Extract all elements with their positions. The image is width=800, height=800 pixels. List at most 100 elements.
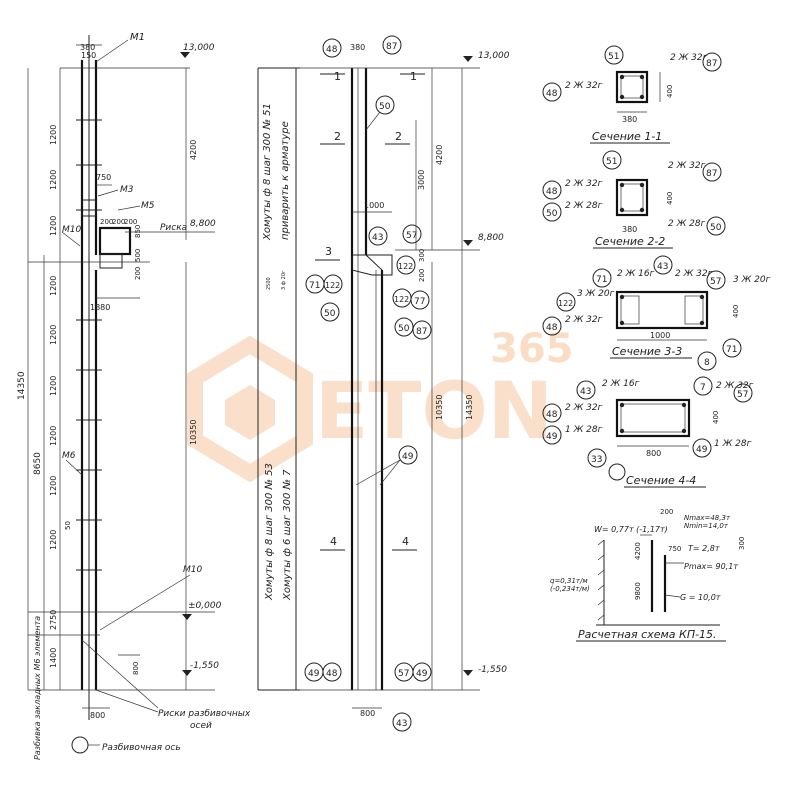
elev-0-left: ±0,000 (188, 601, 222, 611)
dim-50: 50 (64, 521, 72, 530)
s44-rebar-32-top: 2 Ж 32г (716, 381, 754, 391)
callout-50b: 50 (324, 309, 336, 319)
s11-rebar-top: 2 Ж 32г (670, 53, 708, 63)
dim-150-top: 150 (81, 51, 96, 60)
dim-800-mid: 800 (360, 709, 375, 718)
dim-14350-left: 14350 (17, 371, 27, 400)
section-mark-4: 4 (330, 535, 337, 548)
s33-title: Сечение 3-3 (612, 345, 682, 358)
scheme-dim-300: 300 (738, 537, 746, 550)
s22-callout-50: 50 (546, 209, 558, 219)
s33-rebar-32-top: 2 Ж 32г (675, 269, 713, 279)
s33-callout-43: 43 (657, 262, 668, 272)
dim-800-bottom: 800 (90, 711, 105, 720)
s33-dim-400: 400 (732, 305, 740, 318)
dim-200-a: 200 (100, 218, 113, 226)
callout-43b: 43 (396, 719, 407, 729)
label-m3: M3 (120, 185, 134, 195)
s44-rebar-28-left: 1 Ж 28г (565, 425, 603, 435)
label-m5: M5 (141, 201, 155, 211)
callout-122b: 122 (325, 281, 340, 290)
s44-callout-43: 43 (580, 387, 591, 397)
s11-title: Сечение 1-1 (592, 130, 662, 143)
dim-1200-f: 1200 (49, 376, 58, 396)
s33-callout-71b: 71 (726, 345, 737, 355)
label-razbivochnaya-os: Разбивочная ось (102, 743, 181, 753)
dim-1880: 1880 (90, 303, 110, 312)
elev-1550-mid: -1,550 (478, 665, 507, 675)
s11-dim-400: 400 (666, 85, 674, 98)
elev-8800-left: 8,800 (190, 219, 216, 229)
elev-1550-left: -1,550 (190, 661, 219, 671)
callout-122a: 122 (398, 262, 413, 271)
callout-87b: 87 (416, 327, 427, 337)
middle-elevation: Хомуты ф 8 шаг 300 № 51 приварить к арма… (257, 35, 510, 732)
vtext-stirrups-7: Хомуты ф 6 шаг 300 № 7 (282, 469, 293, 601)
s44-callout-33: 33 (591, 455, 602, 465)
dim-200-d: 200 (134, 267, 142, 280)
s44-rebar-16: 2 Ж 16г (602, 379, 640, 389)
s33-callout-57: 57 (710, 277, 721, 287)
s44-callout-48: 48 (546, 410, 558, 420)
s22-dim-380: 380 (622, 225, 637, 234)
vtext-stirrups-53: Хомуты ф 8 шаг 300 № 53 (264, 463, 275, 601)
label-osei: осей (190, 721, 212, 731)
s33-rebar-16: 2 Ж 16г (617, 269, 655, 279)
scheme-pmax: Pmax= 90,1т (684, 562, 738, 571)
section-3-3: 71 2 Ж 16г 43 2 Ж 32г 57 3 Ж 20г 122 3 Ж… (542, 255, 771, 371)
elev-13000-mid: 13,000 (478, 51, 510, 61)
label-riska: Риска (160, 223, 187, 233)
label-m10-b: M10 (183, 565, 202, 575)
dim-1200-i: 1200 (49, 530, 58, 550)
callout-49b: 49 (308, 669, 320, 679)
dim-500: 500 (134, 249, 142, 262)
elev-13000-left: 13,000 (183, 43, 215, 53)
scheme-nmax: Nmax=48,3т (684, 514, 731, 522)
dim-4200-left: 4200 (189, 140, 198, 160)
scheme-g: G = 10,0т (680, 593, 721, 602)
s33-callout-8: 8 (704, 358, 710, 368)
callout-57: 57 (406, 231, 417, 241)
elev-8800-mid: 8,800 (478, 233, 504, 243)
watermark-top-text: 365 (490, 326, 574, 372)
s22-callout-87: 87 (706, 169, 717, 179)
callout-43: 43 (372, 233, 383, 243)
scheme-nmin: Nmin=14,0т (684, 522, 729, 530)
dim-1200-a: 1200 (49, 125, 58, 145)
s22-callout-48: 48 (546, 187, 558, 197)
watermark-main-text: ETON (315, 367, 553, 457)
dim-380-mid: 380 (350, 43, 365, 52)
dim-200-b: 200 (112, 218, 125, 226)
watermark-hexagon-inner (225, 385, 275, 440)
callout-50a: 50 (379, 102, 391, 112)
s44-rebar-32-left: 2 Ж 32г (565, 403, 603, 413)
callout-71: 71 (309, 281, 320, 291)
s44-callout-7: 7 (700, 383, 706, 393)
s33-dim-1000: 1000 (650, 331, 670, 340)
callout-48: 48 (326, 45, 338, 55)
s22-callout-50b: 50 (710, 223, 722, 233)
s22-callout-51: 51 (606, 157, 617, 167)
s33-callout-71: 71 (596, 275, 607, 285)
scheme-q: q=0,31т/м (550, 577, 588, 585)
dim-750: 750 (96, 173, 111, 182)
section-4-4: 43 2 Ж 16г 7 2 Ж 32г 57 48 2 Ж 32г 400 4… (542, 376, 754, 488)
callout-48b: 48 (326, 669, 338, 679)
dim-8650: 8650 (33, 452, 43, 475)
label-riski: Риски разбивочных (158, 709, 251, 719)
scheme-q2: (-0,234т/м) (550, 585, 590, 593)
dim-800-vertical: 800 (132, 662, 140, 675)
s44-dim-800: 800 (646, 449, 661, 458)
label-m1: M1 (130, 32, 145, 43)
scheme-dim-200: 200 (660, 508, 673, 516)
dim-200-mid: 200 (418, 269, 426, 282)
callout-77: 77 (414, 297, 425, 307)
s11-dim-380: 380 (622, 115, 637, 124)
callout-87: 87 (386, 42, 397, 52)
s22-rebar-top: 2 Ж 32г (668, 161, 706, 171)
callout-49: 49 (402, 452, 414, 462)
scheme-dim-750: 750 (668, 545, 681, 553)
vtext-stirrups-51: Хомуты ф 8 шаг 300 № 51 (262, 103, 273, 241)
s44-rebar-28-right: 1 Ж 28г (714, 439, 752, 449)
s33-rebar-20-right: 3 Ж 20г (733, 275, 771, 285)
